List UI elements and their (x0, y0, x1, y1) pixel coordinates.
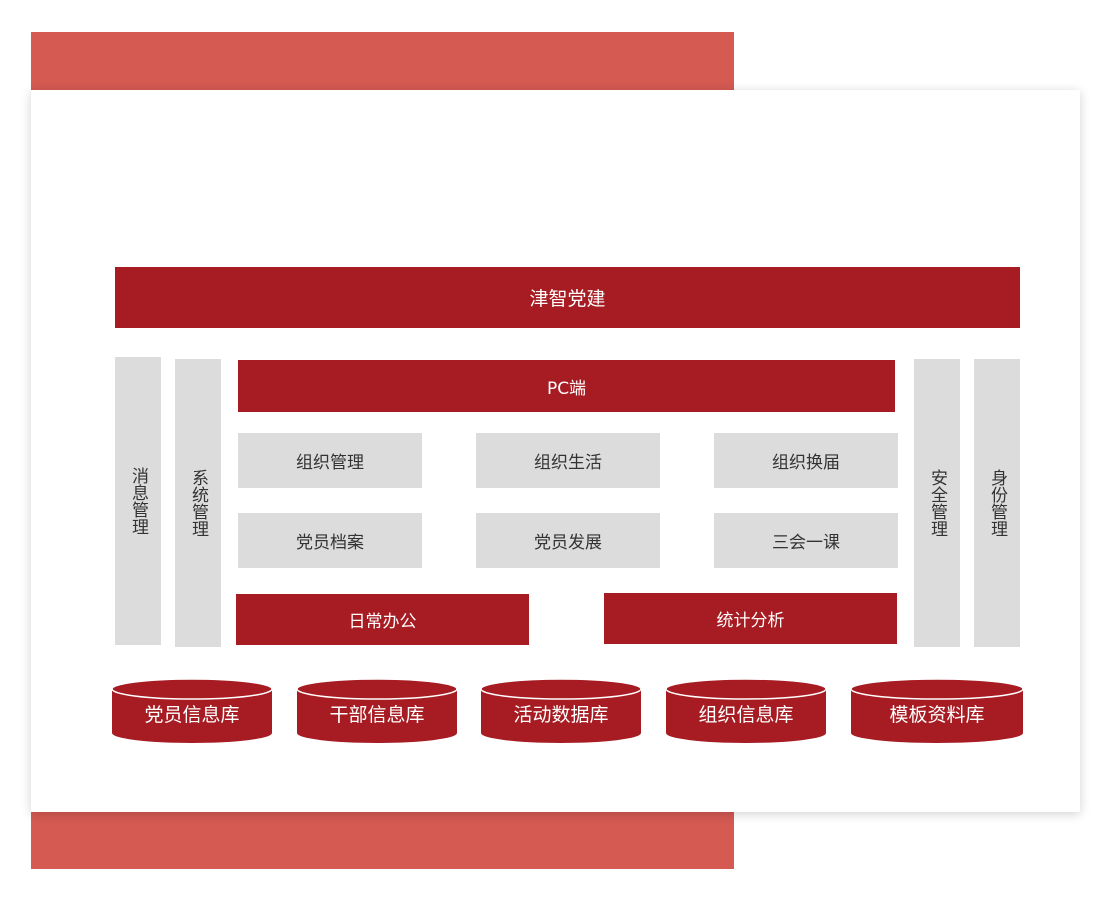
database-label: 组织信息库 (698, 704, 794, 726)
database-cylinder-icon (480, 678, 642, 743)
database-activity: 活动数据库 (480, 678, 642, 744)
daily-office-bar: 日常办公 (236, 594, 529, 645)
module-org-election: 组织换届 (714, 433, 898, 488)
database-party-member: 党员信息库 (111, 678, 273, 744)
module-three-meetings-one-lesson: 三会一课 (714, 513, 898, 568)
database-cylinder-icon (296, 678, 458, 743)
database-cadre: 干部信息库 (296, 678, 458, 744)
module-member-development: 党员发展 (476, 513, 660, 568)
database-template: 模板资料库 (850, 678, 1024, 744)
statistics-analysis-bar: 统计分析 (604, 593, 897, 644)
database-cylinder-icon (850, 678, 1024, 743)
column-identity-management: 身份管理 (974, 359, 1020, 647)
module-member-archive: 党员档案 (238, 513, 422, 568)
decor-band-top (31, 32, 734, 90)
decor-band-bottom (31, 812, 734, 869)
database-cylinder-icon (665, 678, 827, 743)
module-org-management: 组织管理 (238, 433, 422, 488)
column-security-management: 安全管理 (914, 359, 960, 647)
database-label: 党员信息库 (144, 704, 240, 726)
database-label: 模板资料库 (889, 704, 985, 726)
database-cylinder-icon (111, 678, 273, 743)
pc-client-bar: PC端 (238, 360, 895, 412)
database-label: 活动数据库 (513, 704, 609, 726)
database-organization: 组织信息库 (665, 678, 827, 744)
system-title-bar: 津智党建 (115, 267, 1020, 328)
database-label: 干部信息库 (329, 704, 425, 726)
module-org-life: 组织生活 (476, 433, 660, 488)
column-message-management: 消息管理 (115, 357, 161, 645)
column-system-management: 系统管理 (175, 359, 221, 647)
